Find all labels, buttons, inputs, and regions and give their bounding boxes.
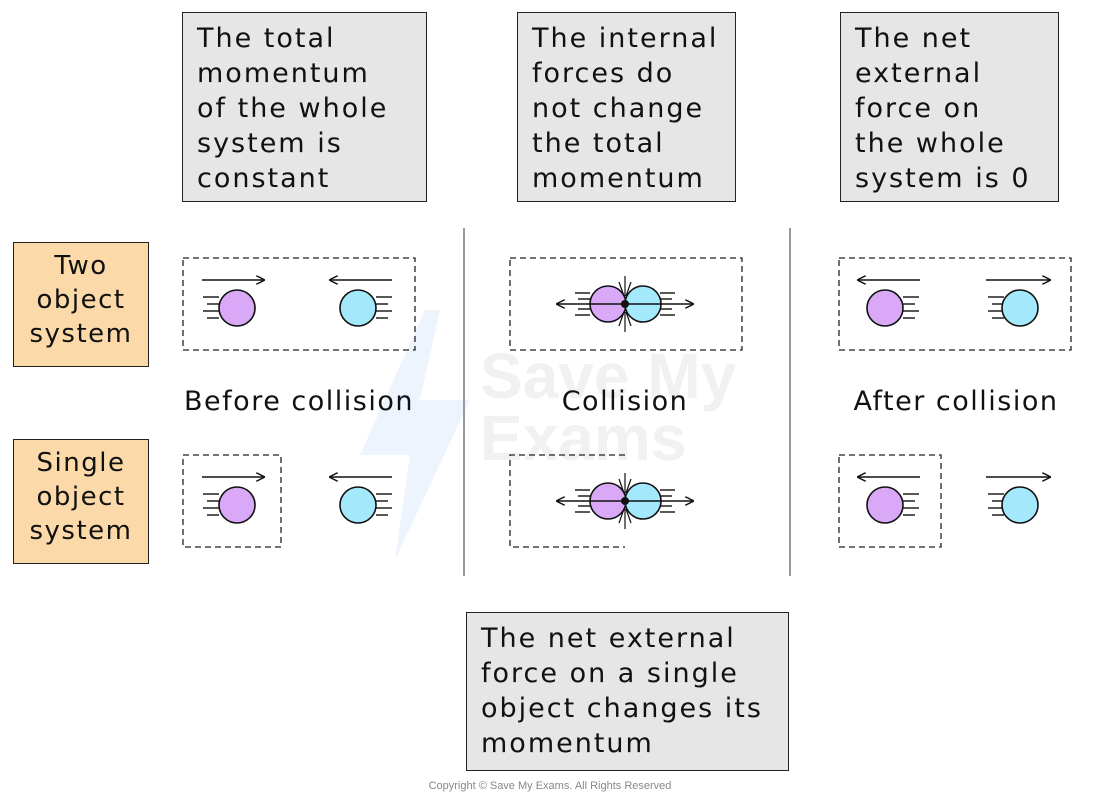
note-line: The internal [532, 23, 719, 54]
motion-lines-icon [903, 296, 919, 319]
motion-lines-icon [203, 493, 219, 516]
object-b-ball [339, 289, 377, 327]
object-a-ball [866, 289, 904, 327]
note-line: forces do [532, 58, 675, 89]
motion-lines-icon [203, 296, 219, 319]
note-line: the whole [855, 128, 1006, 159]
system-boundary-collision-two [509, 257, 743, 351]
note-net-external-whole: The net external force on the whole syst… [840, 12, 1059, 202]
note-line: force on [855, 93, 982, 124]
caption-collision: Collision [561, 386, 689, 417]
collision-pair-two-object [557, 276, 693, 332]
note-line: momentum [197, 58, 370, 89]
object-a-ball [218, 486, 256, 524]
impact-lines-icon [618, 473, 632, 529]
label-single-object-system: Single object system [13, 439, 149, 564]
caption-after-collision: After collision [853, 386, 1059, 417]
collision-pair-single-object [557, 473, 693, 529]
label-line: object [36, 482, 126, 512]
contact-point [621, 300, 629, 308]
system-boundary-after-single [838, 454, 942, 548]
object-b-ball [1001, 289, 1039, 327]
contact-point [621, 497, 629, 505]
motion-lines-icon [376, 296, 392, 319]
note-line: momentum [481, 728, 654, 759]
object-b-ball [339, 486, 377, 524]
label-line: system [29, 516, 133, 546]
caption-before-collision: Before collision [184, 386, 414, 417]
note-line: not change [532, 93, 705, 124]
label-line: Two [54, 251, 108, 281]
object-b-ball [1001, 486, 1039, 524]
label-two-object-system: Two object system [13, 242, 149, 367]
label-line: system [29, 319, 133, 349]
note-line: object changes its [481, 693, 763, 724]
note-net-external-single: The net external force on a single objec… [466, 612, 789, 771]
label-line: Single [36, 448, 126, 478]
note-line: momentum [532, 163, 705, 194]
system-boundary-after-two [838, 257, 1072, 351]
note-line: of the whole [197, 93, 389, 124]
impact-lines-icon [618, 276, 632, 332]
note-line: The net external [481, 623, 736, 654]
motion-lines-icon [903, 493, 919, 516]
note-line: system is 0 [855, 163, 1031, 194]
object-a-ball [866, 486, 904, 524]
note-line: external [855, 58, 983, 89]
note-line: system is [197, 128, 343, 159]
copyright-notice: Copyright © Save My Exams. All Rights Re… [428, 780, 672, 792]
note-line: The total [197, 23, 336, 54]
note-line: constant [197, 163, 331, 194]
system-boundary-before-two [182, 257, 416, 351]
note-line: force on a single [481, 658, 739, 689]
note-line: The net [855, 23, 973, 54]
object-a-ball [218, 289, 256, 327]
note-line: the total [532, 128, 665, 159]
label-line: object [36, 285, 126, 315]
system-boundary-collision-single [509, 454, 625, 548]
system-boundary-before-single [182, 454, 282, 548]
watermark-text: Save My Exams [480, 340, 737, 474]
note-internal-forces: The internal forces do not change the to… [517, 12, 736, 202]
note-total-momentum: The total momentum of the whole system i… [182, 12, 427, 202]
motion-lines-icon [376, 493, 392, 516]
